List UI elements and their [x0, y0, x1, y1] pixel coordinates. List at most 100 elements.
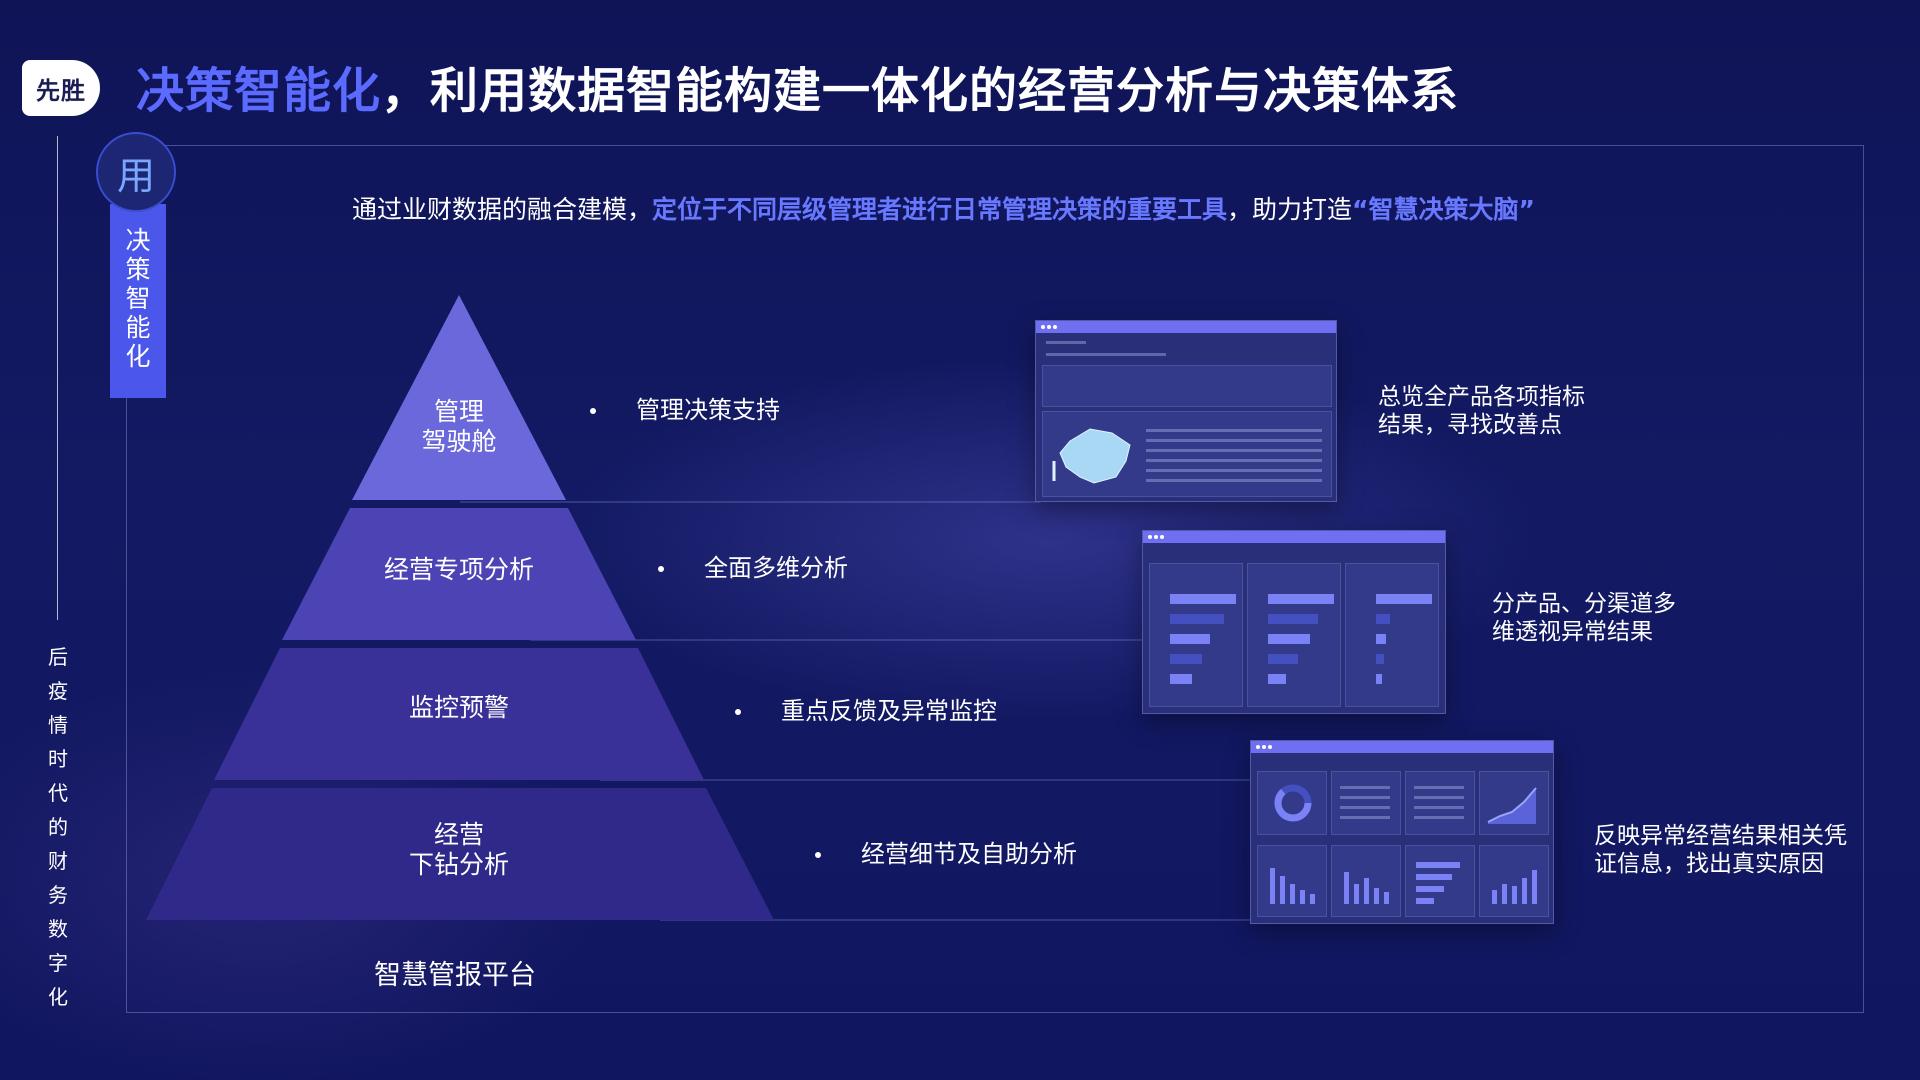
table-row [1146, 459, 1322, 462]
chart-bar [1268, 634, 1310, 644]
tier-label: 管理 驾驶舱 [339, 397, 579, 457]
subtitle-text: 通过业财数据的融合建模， [352, 195, 653, 224]
tier-label: 监控预警 [408, 693, 509, 722]
tier-label-line: 驾驶舱 [421, 427, 497, 456]
side-caption: 后 疫 情 时 代 的 财 务 数 字 化 [43, 640, 73, 1014]
chart-bar [1376, 674, 1382, 684]
chart-bar [1268, 654, 1298, 664]
chart-panel [1149, 563, 1243, 707]
window-titlebar [1251, 741, 1553, 753]
table-row [1146, 439, 1322, 442]
section-badge: 用 [96, 132, 176, 212]
chart-bar [1376, 614, 1390, 624]
text-placeholder [1414, 796, 1464, 799]
chart-bar [1310, 894, 1315, 904]
content-frame [126, 145, 1864, 1013]
section-tag: 决 策 智 能 化 [110, 204, 166, 398]
tier-label-line: 经营 [433, 820, 484, 849]
subtitle: 通过业财数据的融合建模，定位于不同层级管理者进行日常管理决策的重要工具，助力打造… [352, 190, 1535, 226]
chart-bar [1364, 878, 1369, 904]
chart-panel [1405, 771, 1475, 835]
description-line: 维透视异常结果 [1492, 619, 1653, 645]
kpi-panel [1042, 365, 1332, 407]
tier-label-line: 管理 [433, 397, 484, 426]
page-title: 决策智能化，利用数据智能构建一体化的经营分析与决策体系 [136, 60, 1459, 122]
chart-bar [1354, 884, 1359, 904]
side-char: 代 [48, 781, 68, 805]
bullet-text: 管理决策支持 [636, 396, 780, 424]
side-char: 化 [48, 985, 68, 1009]
description-line: 总览全产品各项指标 [1378, 384, 1585, 410]
bar-chart-icon [1170, 594, 1236, 604]
chart-bar [1376, 654, 1384, 664]
chart-bar [1170, 654, 1202, 664]
text-placeholder [1046, 353, 1166, 356]
side-char: 的 [48, 815, 68, 839]
chart-bar [1376, 594, 1432, 604]
chart-bar [1374, 888, 1379, 904]
text-placeholder [1414, 806, 1464, 809]
text-placeholder [1414, 786, 1464, 789]
drilldown-description: 反映异常经营结果相关凭 证信息，找出真实原因 [1594, 822, 1847, 878]
chart-panel [1257, 771, 1327, 835]
analysis-description: 分产品、分渠道多 维透视异常结果 [1492, 590, 1676, 646]
chart-panel [1331, 771, 1401, 835]
chart-bar [1280, 876, 1285, 904]
description-line: 结果，寻找改善点 [1378, 412, 1562, 438]
tier-bullet: 重点反馈及异常监控 [735, 691, 997, 726]
chart-bar [1416, 862, 1460, 868]
pyramid-tier-monitoring [214, 648, 704, 780]
text-placeholder [1046, 341, 1086, 344]
chart-bar [1502, 884, 1507, 904]
tag-char: 能 [125, 313, 151, 342]
chart-bar [1170, 674, 1192, 684]
chart-panel [1479, 771, 1549, 835]
description-line: 反映异常经营结果相关凭 [1594, 823, 1847, 849]
side-char: 时 [48, 747, 68, 771]
table-row [1146, 479, 1322, 482]
subtitle-highlight: “智慧决策大脑” [1352, 195, 1535, 224]
bullet-text: 重点反馈及异常监控 [781, 697, 997, 725]
side-char: 财 [48, 849, 68, 873]
title-highlight: 决策智能化 [136, 63, 382, 119]
chart-bar [1300, 890, 1305, 904]
tier-bullet: 经营细节及自助分析 [815, 834, 1077, 869]
side-char: 数 [48, 917, 68, 941]
tag-char: 化 [125, 342, 151, 371]
chart-bar [1416, 874, 1452, 880]
window-titlebar [1036, 321, 1336, 333]
text-placeholder [1340, 806, 1390, 809]
subtitle-text: ，助力打造 [1227, 195, 1353, 224]
table-row [1146, 469, 1322, 472]
pyramid-tier-cockpit [352, 295, 566, 500]
chart-panel [1479, 845, 1549, 917]
platform-label: 智慧管报平台 [374, 960, 536, 991]
chart-bar [1268, 674, 1286, 684]
description-line: 分产品、分渠道多 [1492, 591, 1676, 617]
side-char: 后 [48, 645, 68, 669]
chart-bar [1512, 886, 1517, 904]
subtitle-highlight: 定位于不同层级管理者进行日常管理决策的重要工具 [652, 195, 1228, 224]
bullet-dot [815, 852, 821, 858]
title-rest: ，利用数据智能构建一体化的经营分析与决策体系 [381, 63, 1460, 119]
cockpit-screenshot [1035, 320, 1337, 502]
tag-char: 智 [125, 284, 151, 313]
chart-bar [1522, 878, 1527, 904]
chart-bar [1270, 868, 1275, 904]
chart-panel [1345, 563, 1439, 707]
chart-bar [1344, 872, 1349, 904]
tier-bullet: 管理决策支持 [590, 390, 780, 425]
line-chart-icon [1487, 787, 1537, 824]
chart-panel [1331, 845, 1401, 917]
tag-char: 决 [125, 226, 151, 255]
text-placeholder [1340, 786, 1390, 789]
chart-bar [1376, 634, 1386, 644]
side-char: 情 [48, 713, 68, 737]
side-char: 疫 [48, 679, 68, 703]
tier-label-line: 下钻分析 [408, 850, 509, 879]
tier-bullet: 全面多维分析 [658, 548, 848, 583]
chart-bar [1532, 870, 1537, 904]
vertical-divider [57, 136, 58, 620]
bullet-dot [658, 566, 664, 572]
